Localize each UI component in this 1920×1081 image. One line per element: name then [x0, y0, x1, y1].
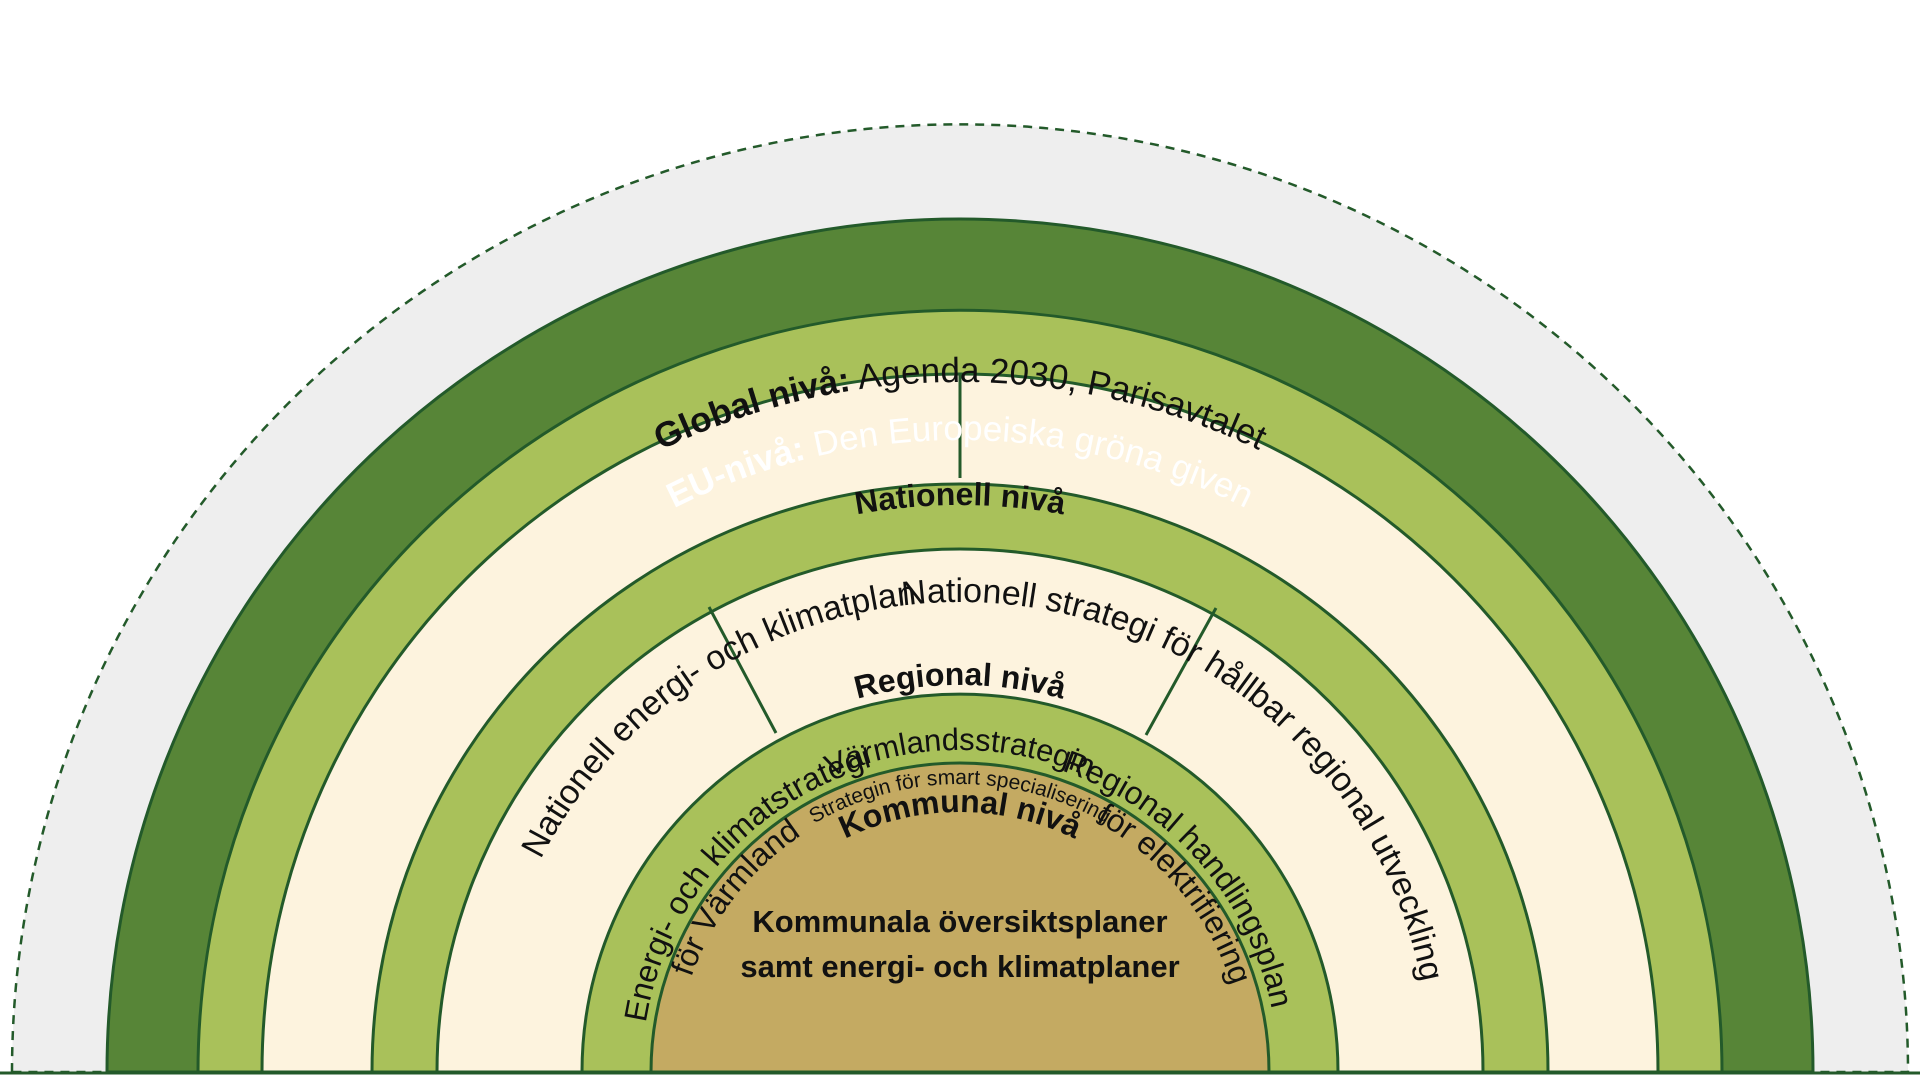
- regional-divider-right: [1144, 607, 1218, 736]
- municipal-plans-line2: samt energi- och klimatplaner: [740, 949, 1179, 984]
- regional-divider-left: [707, 606, 778, 734]
- municipal-core: [649, 761, 1271, 1074]
- municipal-plans-line1: Kommunala översiktsplaner: [752, 904, 1167, 939]
